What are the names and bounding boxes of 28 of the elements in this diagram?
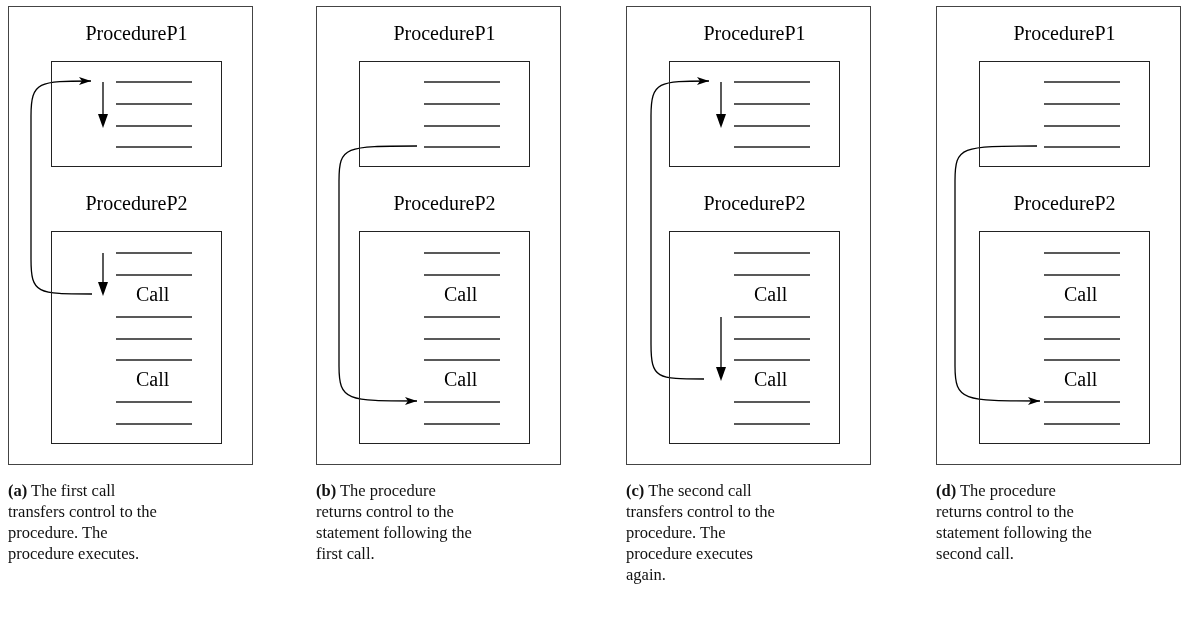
procedure-heading: ProcedureP1 (1012, 21, 1117, 45)
arrow (30, 77, 93, 295)
panel-label: (a) The first call transfers control to the procedure. The procedure executes. (8, 480, 158, 564)
procedure-heading: ProcedureP2 (392, 191, 497, 215)
panel-frame (626, 6, 871, 465)
statement-text: Call (136, 367, 170, 391)
procedure-heading: ProcedureP1 (702, 21, 807, 45)
procedure-heading: ProcedureP2 (702, 191, 807, 215)
panel-label: (b) The procedure returns control to the statement following the first call. (316, 480, 473, 564)
procedure-heading: ProcedureP1 (84, 21, 189, 45)
panel-frame (936, 6, 1181, 465)
arrow (954, 145, 1041, 405)
panel-frame (316, 6, 561, 465)
statement-text: Call (754, 282, 788, 306)
statement-text: Call (444, 282, 478, 306)
procedure-heading: ProcedureP2 (84, 191, 189, 215)
statement-text: Call (444, 367, 478, 391)
arrow (650, 77, 710, 380)
statement-text: Call (1064, 367, 1098, 391)
procedure-heading: ProcedureP2 (1012, 191, 1117, 215)
panel-label: (c) The second call transfers control to the procedure. The procedure executes again. (626, 480, 776, 585)
statement-text: Call (136, 282, 170, 306)
procedure-heading: ProcedureP1 (392, 21, 497, 45)
panel-frame (8, 6, 253, 465)
statement-text: Call (1064, 282, 1098, 306)
arrow (338, 145, 418, 405)
panel-label: (d) The procedure returns control to the statement following the second call. (936, 480, 1093, 564)
statement-text: Call (754, 367, 788, 391)
